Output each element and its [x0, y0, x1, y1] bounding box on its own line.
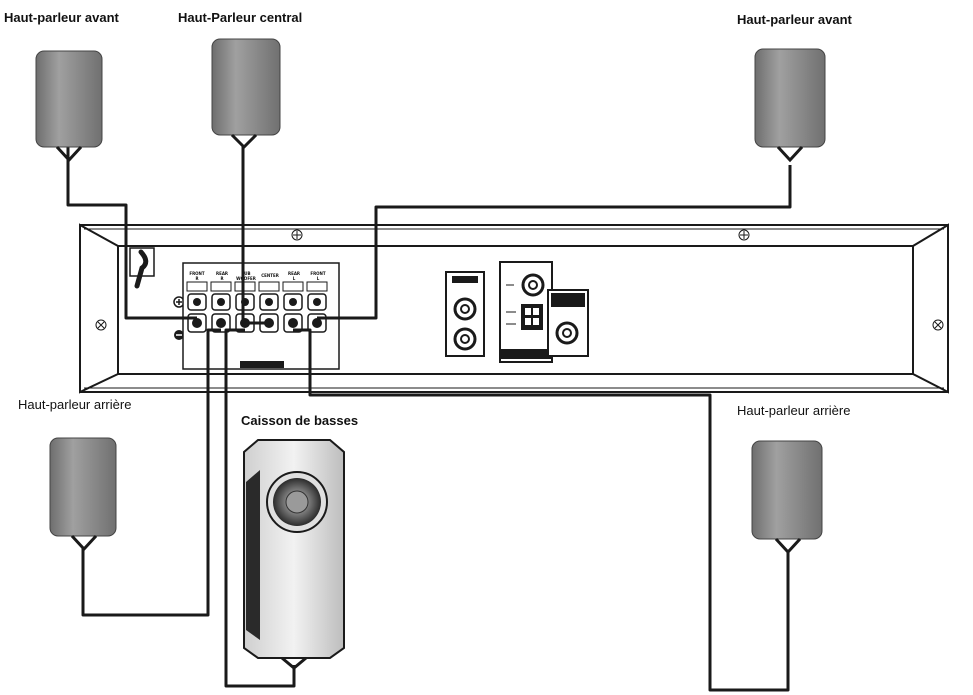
svg-text:REAR: REAR	[216, 271, 228, 276]
svg-text:R: R	[220, 276, 223, 281]
label-rear-left-speaker: Haut-parleur arrière	[18, 397, 132, 412]
wire-subwoofer	[224, 328, 296, 688]
svg-text:FRONT: FRONT	[189, 271, 205, 276]
power-cord-icon	[129, 247, 155, 289]
screw-icon	[932, 319, 944, 331]
rear-left-speaker	[49, 437, 117, 552]
label-center-speaker: Haut-Parleur central	[178, 10, 303, 25]
svg-text:FRONT: FRONT	[310, 271, 326, 276]
svg-text:REAR: REAR	[288, 271, 300, 276]
svg-text:R: R	[195, 276, 198, 281]
label-subwoofer: Caisson de basses	[241, 413, 359, 428]
label-front-left-speaker: Haut-parleur avant	[4, 10, 119, 25]
front-right-speaker	[754, 48, 826, 163]
svg-text:L: L	[293, 276, 296, 281]
wire-rear-left	[81, 328, 221, 617]
digital-input-section	[547, 289, 589, 357]
screw-icon	[291, 229, 303, 241]
speaker-terminal	[211, 293, 231, 333]
rear-right-speaker	[751, 440, 823, 555]
center-speaker	[211, 38, 281, 150]
speaker-terminal	[235, 293, 255, 333]
screw-icon	[95, 319, 107, 331]
speaker-terminal	[283, 293, 303, 333]
label-rear-right-speaker: Haut-parleur arrière	[737, 403, 851, 418]
speaker-terminal	[307, 293, 327, 333]
screw-icon	[738, 229, 750, 241]
minus-icon	[174, 330, 184, 340]
wire-rear-right	[293, 328, 790, 692]
svg-text:SUB: SUB	[241, 271, 250, 276]
svg-text:WOOFER: WOOFER	[236, 276, 256, 281]
svg-text:L: L	[317, 276, 320, 281]
subwoofer	[243, 439, 345, 670]
front-left-speaker	[35, 50, 103, 163]
svg-text:CENTER: CENTER	[261, 273, 279, 278]
antenna-section	[499, 261, 553, 363]
label-front-right-speaker: Haut-parleur avant	[737, 12, 852, 27]
wire-center	[241, 145, 269, 325]
wire-front-left	[66, 145, 197, 320]
audio-input-jacks	[445, 271, 485, 357]
wire-front-right	[317, 165, 792, 320]
